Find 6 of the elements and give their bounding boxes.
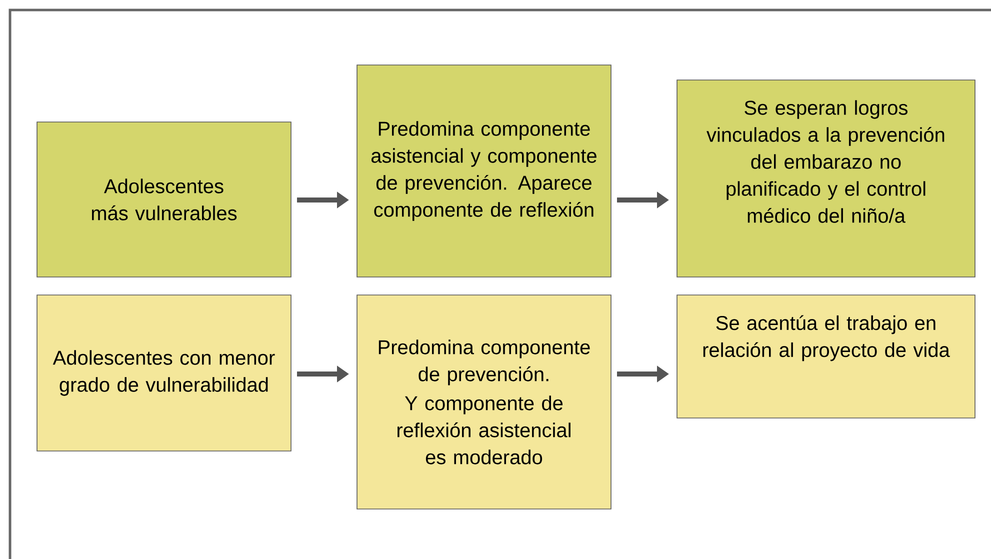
text-box: Se acentúa el trabajo en relación al proyecto de vida bbox=[676, 294, 976, 418]
text-box: Adolescentes con menor grado de vulnerabilidad bbox=[36, 294, 292, 452]
text-box: Adolescentes más vulnerables bbox=[36, 122, 292, 278]
text-box: Predomina componente de prevención. Y componente de reflexión asistencial es moderado bbox=[356, 294, 612, 510]
text-box: Se esperan logros vinculados a la prevención del embarazo no planificado y el control médico del niño/a bbox=[676, 80, 976, 278]
text-box: Predomina componente asistencial y componente de prevención. Aparece componente de reflexión bbox=[356, 64, 612, 278]
